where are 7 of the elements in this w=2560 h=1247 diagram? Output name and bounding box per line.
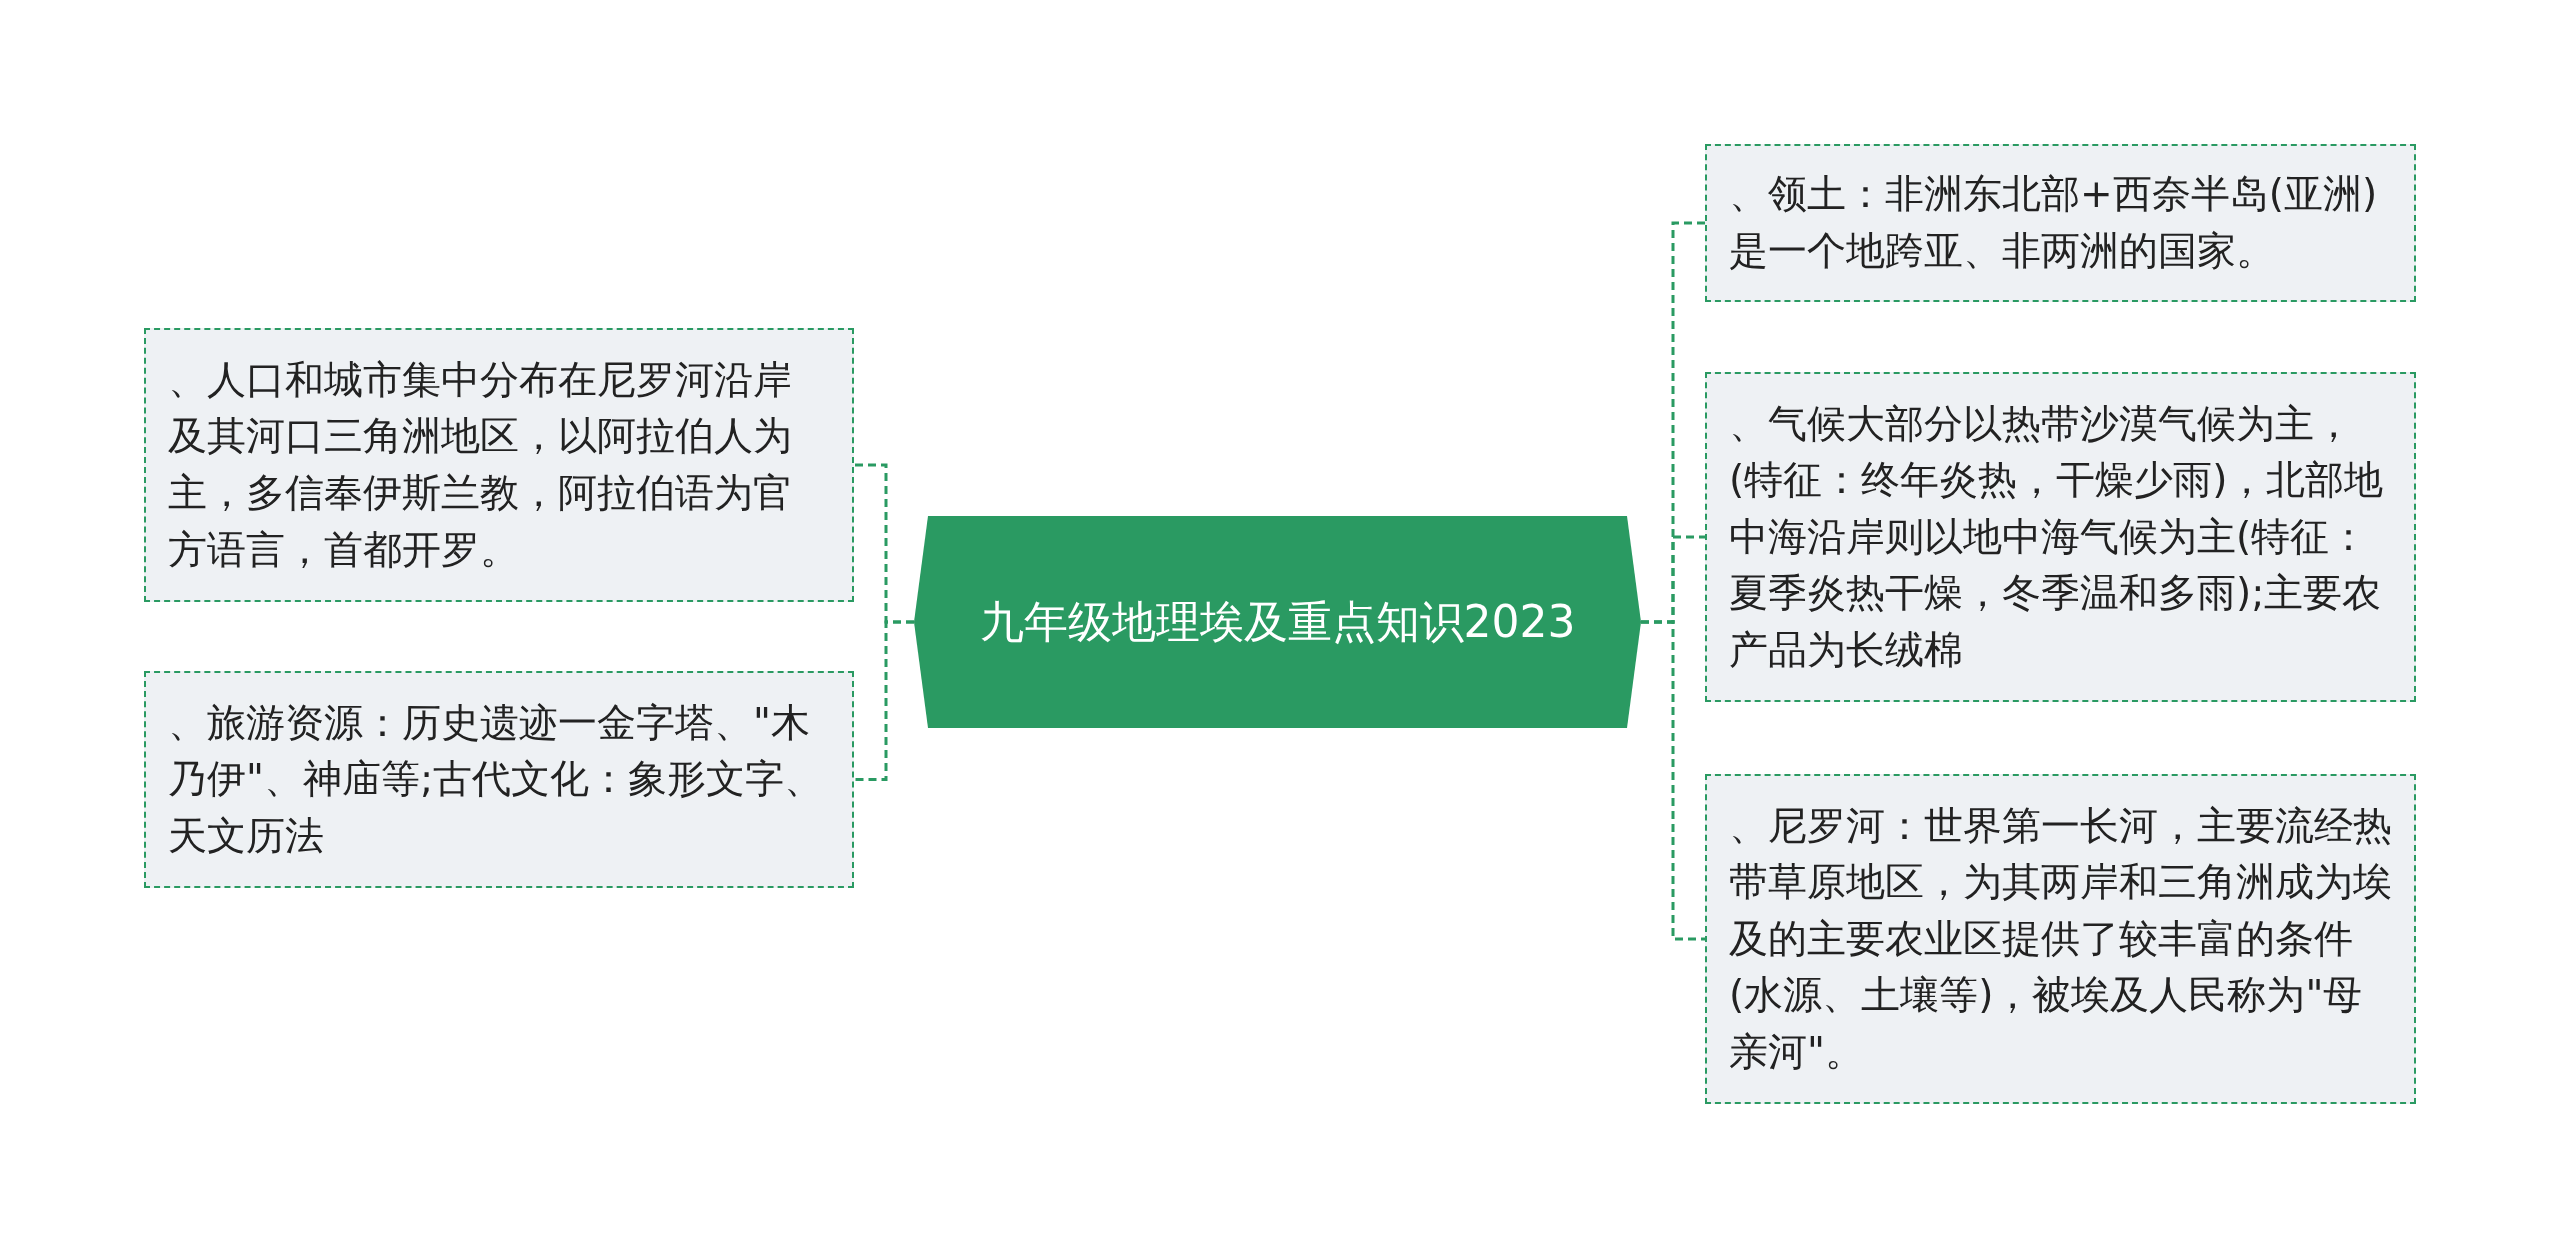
- note-box: 、尼罗河：世界第一长河，主要流经热带草原地区，为其两岸和三角洲成为埃及的主要农业区提供了较丰富的条件(水源、土壤等)，被埃及人民称为"母亲河"。: [1705, 774, 2416, 1104]
- note-box: 、人口和城市集中分布在尼罗河沿岸及其河口三角洲地区，以阿拉伯人为主，多信奉伊斯兰教，阿拉伯语为官方语言，首都开罗。: [144, 328, 854, 602]
- connector-line: [854, 620, 914, 781]
- connector-line: [1641, 620, 1705, 941]
- note-box: 、领土：非洲东北部+西奈半岛(亚洲)是一个地跨亚、非两洲的国家。: [1705, 144, 2416, 302]
- note-box: 、气候大部分以热带沙漠气候为主，(特征：终年炎热，干燥少雨)，北部地中海沿岸则以地中海气候为主(特征：夏季炎热干燥，冬季温和多雨);主要农产品为长绒棉: [1705, 372, 2416, 702]
- note-box: 、旅游资源：历史遗迹一金字塔、"木乃伊"、神庙等;古代文化：象形文字、天文历法: [144, 671, 854, 888]
